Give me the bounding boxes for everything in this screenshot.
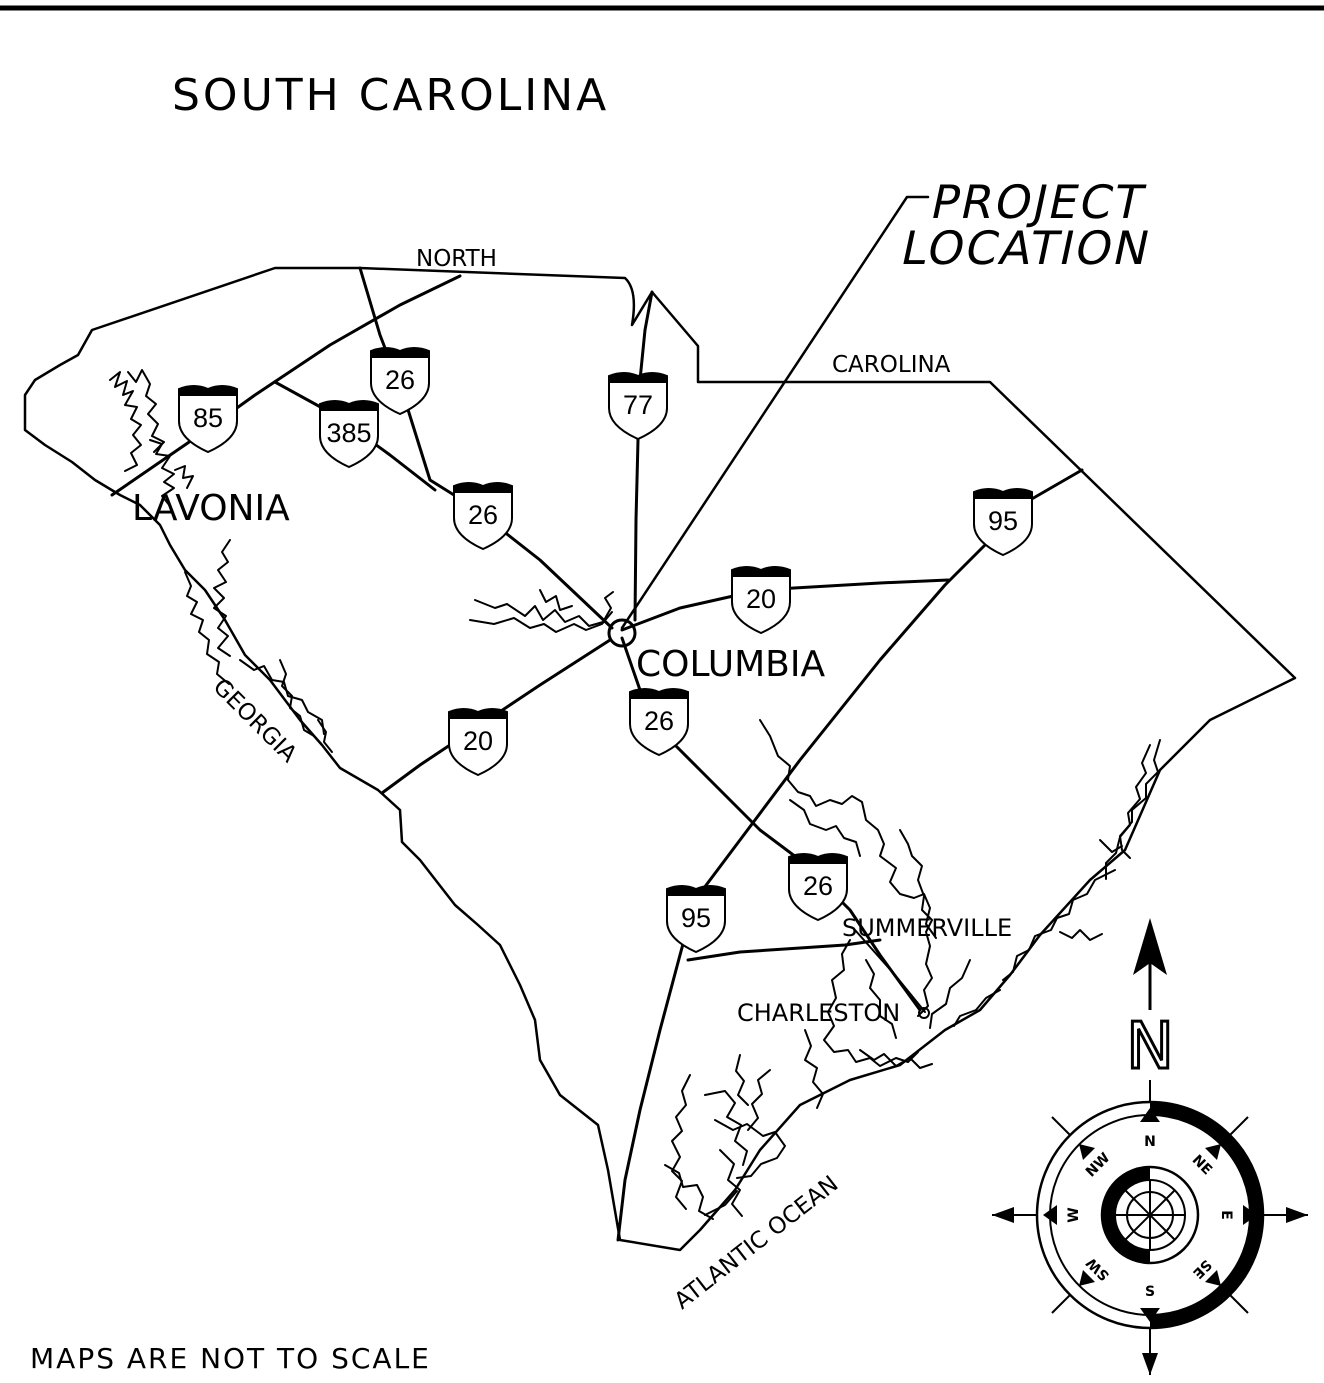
city-lavonia: LAVONIA [132,488,290,529]
project-label: PROJECT LOCATION [897,175,1157,274]
shield-i85: 85 [178,385,238,454]
us-highway-17 [686,938,882,962]
shield-i26-north: 26 [370,347,430,416]
compass-label-e: E [1218,1210,1234,1220]
shield-i26-south-number: 26 [644,706,674,736]
shield-i95-south: 95 [666,885,726,954]
compass-label-w: W [1066,1207,1082,1222]
city-charleston: CHARLESTON [737,999,900,1027]
summerville-road [854,929,926,1013]
shield-i26-mid: 26 [453,482,513,551]
north-arrow-letter: N [1126,1010,1174,1084]
coastline-detail [109,369,1161,1220]
shield-i77: 77 [608,372,668,441]
shield-i26-lower-number: 26 [803,871,833,901]
shield-i77-number: 77 [623,390,653,420]
shield-i20-east-number: 20 [746,584,776,614]
charleston-marker [918,1007,930,1019]
shield-i20-west-number: 20 [463,726,493,756]
city-columbia: COLUMBIA [636,644,825,685]
shield-i95-south-number: 95 [681,903,711,933]
label-carolina: CAROLINA [832,352,951,378]
shield-i26-lower: 26 [788,853,848,922]
map-title: SOUTH CAROLINA [172,70,609,121]
compass-rose: N S W E NW NE SW SE [992,1080,1308,1375]
shield-i26-south: 26 [629,688,689,757]
project-label-line1: PROJECT [926,175,1150,228]
label-ocean: ATLANTIC OCEAN [670,1171,844,1315]
shield-i20-east: 20 [731,566,791,635]
shield-i85-number: 85 [193,403,223,433]
project-label-line2: LOCATION [897,221,1157,274]
project-leader-line [620,195,930,630]
columbia-marker [607,618,637,648]
city-summerville: SUMMERVILLE [842,914,1012,942]
compass-label-n: N [1144,1134,1156,1150]
shield-i385-number: 385 [326,418,371,448]
label-north: NORTH [416,246,497,272]
interstate-routes [110,266,1084,1242]
state-outline [23,266,1297,1252]
shield-i385: 385 [319,400,379,469]
compass-label-s: S [1145,1284,1155,1300]
scale-note: MAPS ARE NOT TO SCALE [30,1342,431,1375]
shield-i95-north: 95 [973,488,1033,557]
shield-i26-mid-number: 26 [468,500,498,530]
shield-i26-north-number: 26 [385,365,415,395]
shield-i20-west: 20 [448,708,508,777]
north-arrow: N [1125,918,1175,1086]
shield-i95-north-number: 95 [988,506,1018,536]
label-georgia: GEORGIA [208,674,302,768]
interstate-shields: 85 385 26 77 26 20 9 [178,347,1033,954]
